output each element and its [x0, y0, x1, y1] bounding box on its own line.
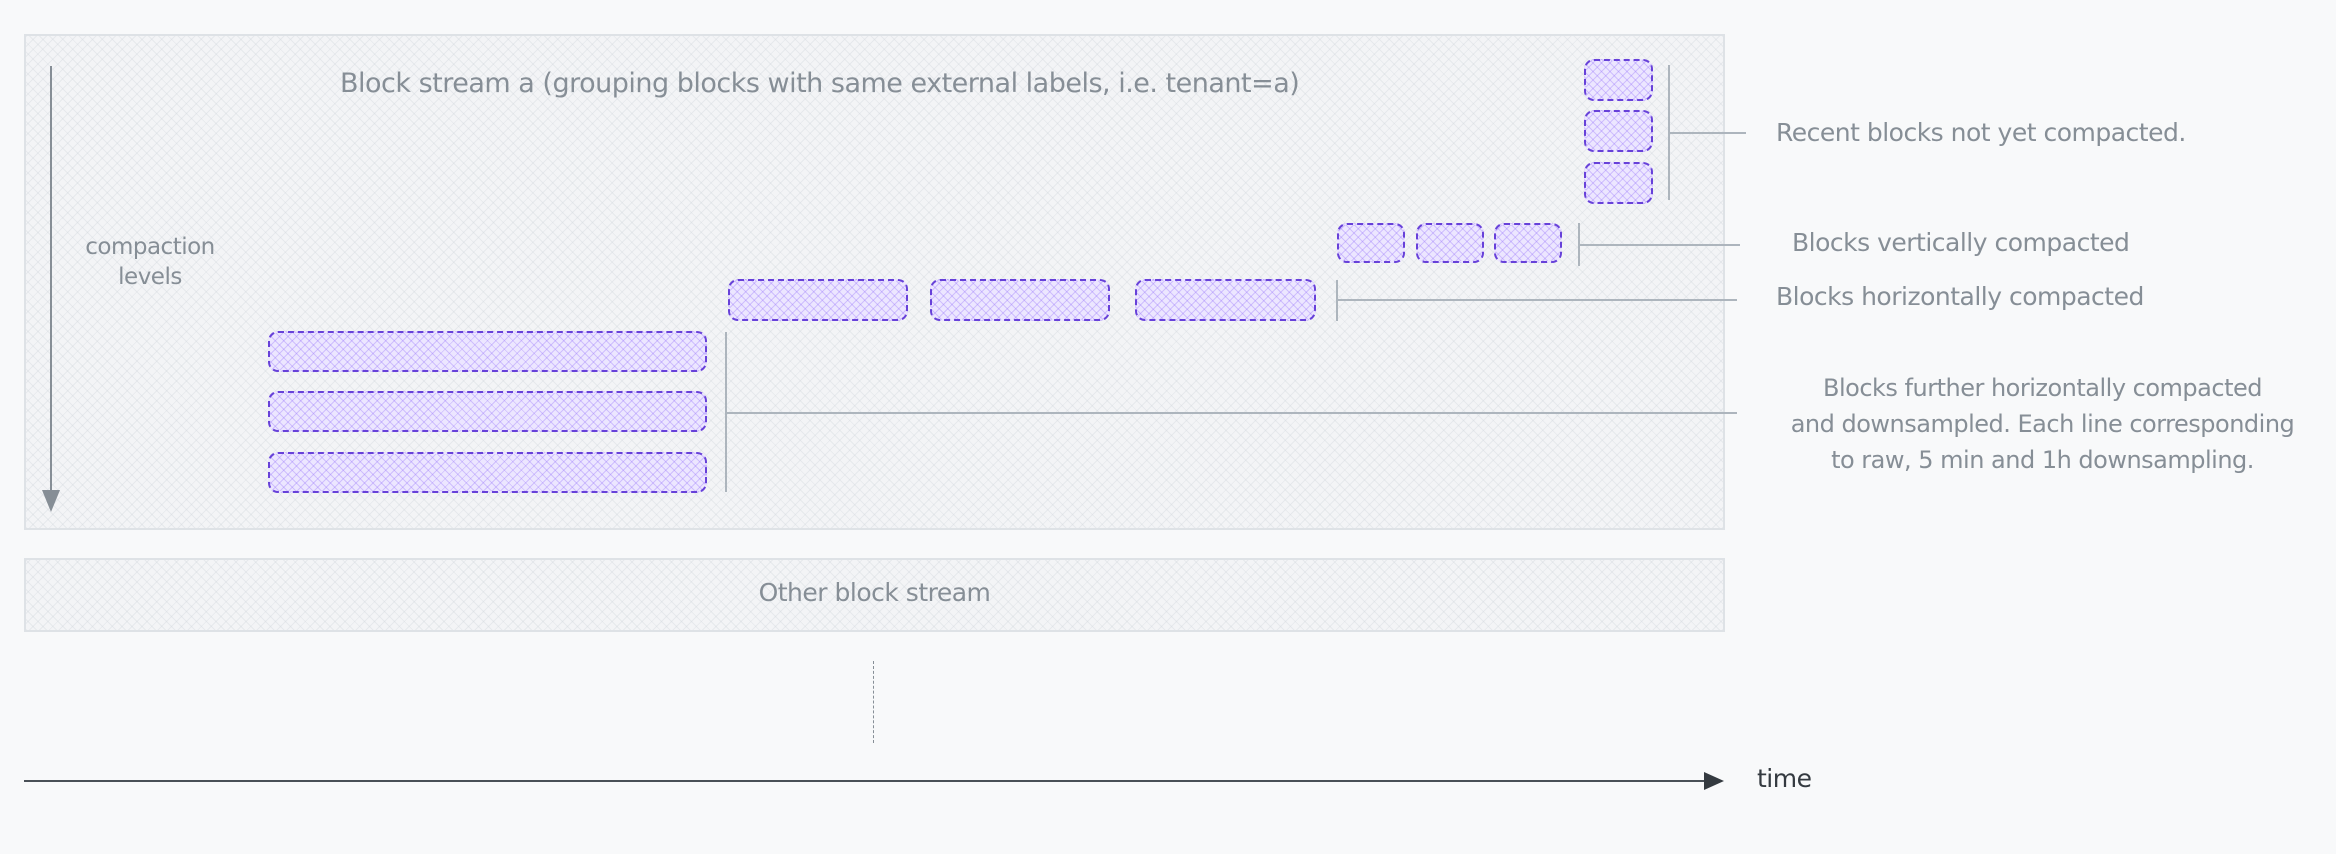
vertical-connector: [1578, 244, 1740, 246]
more-streams-dashed-line: [873, 661, 874, 743]
recent-block: [1584, 162, 1653, 204]
vertically-compacted-block: [1416, 223, 1484, 263]
compaction-levels-arrow-shaft: [50, 66, 52, 496]
time-axis-line: [24, 780, 1708, 782]
vertically-compacted-block: [1494, 223, 1562, 263]
arrow-down-icon: [42, 490, 60, 512]
annotation-further: Blocks further horizontally compacted an…: [1770, 370, 2315, 478]
block-stream-a-title: Block stream a (grouping blocks with sam…: [340, 68, 1300, 99]
compaction-levels-label: compaction levels: [70, 232, 230, 292]
time-axis-label: time: [1757, 764, 1812, 793]
arrow-right-icon: [1704, 772, 1724, 790]
other-block-stream: [24, 558, 1725, 632]
recent-block: [1584, 110, 1653, 152]
downsampled-block-5min: [268, 391, 707, 432]
compaction-label-line1: compaction: [85, 234, 215, 260]
annotation-further-line1: Blocks further horizontally compacted: [1823, 374, 2262, 402]
annotation-further-line3: to raw, 5 min and 1h downsampling.: [1831, 446, 2254, 474]
annotation-horizontal: Blocks horizontally compacted: [1776, 282, 2144, 311]
vertically-compacted-block: [1337, 223, 1405, 263]
downsampled-connector: [725, 412, 1737, 414]
horizontally-compacted-block: [1135, 279, 1316, 321]
recent-connector: [1668, 132, 1746, 134]
annotation-vertical: Blocks vertically compacted: [1792, 228, 2130, 257]
other-block-stream-title: Other block stream: [758, 578, 991, 607]
downsampled-block-1h: [268, 452, 707, 493]
annotation-recent: Recent blocks not yet compacted.: [1776, 118, 2186, 147]
recent-block: [1584, 59, 1653, 101]
annotation-further-line2: and downsampled. Each line corresponding: [1790, 410, 2295, 438]
horizontally-compacted-block: [930, 279, 1110, 321]
horizontally-compacted-block: [728, 279, 908, 321]
horizontal-connector: [1336, 299, 1737, 301]
downsampled-block-raw: [268, 331, 707, 372]
compaction-label-line2: levels: [118, 264, 182, 290]
